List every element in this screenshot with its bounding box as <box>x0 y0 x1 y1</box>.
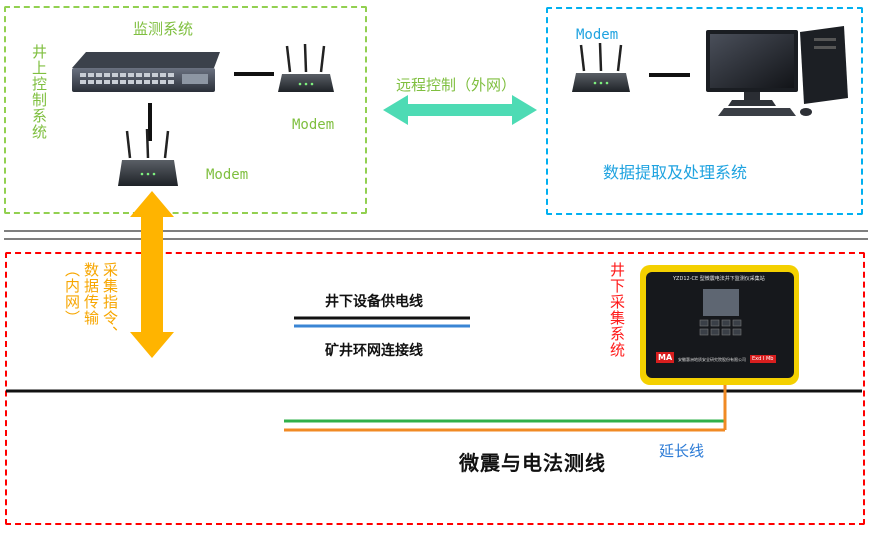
acquisition-station-device <box>640 265 799 385</box>
modem-label-bottom: Modem <box>206 167 249 183</box>
command-transfer-label-2: 数据传输 <box>82 262 100 326</box>
internal-network-double-arrow <box>130 191 174 358</box>
modem-icon-data-system <box>572 42 630 92</box>
desktop-computer-icon <box>706 26 848 116</box>
power-line-legend: 井下设备供电线 <box>325 294 423 310</box>
network-switch-icon <box>72 52 220 92</box>
command-transfer-label-3: （内网） <box>63 262 81 326</box>
surface-control-region <box>4 6 367 214</box>
data-processing-region <box>546 7 863 215</box>
underground-acquisition-label: 井下采集系统 <box>608 262 626 358</box>
remote-control-label: 远程控制（外网） <box>396 76 517 94</box>
command-transfer-label-1: 采集指令、 <box>101 262 119 342</box>
monitoring-system-title: 监测系统 <box>133 20 194 38</box>
device-ex-badge: Exd I Mb <box>752 356 774 362</box>
modem-icon-right <box>278 43 334 92</box>
modem-label-right: Modem <box>292 117 335 133</box>
device-panel-title: YZD12-CE 型微震电法井下监测仪采集站 <box>673 276 765 282</box>
underground-region <box>5 252 865 525</box>
extension-line-label: 延长线 <box>659 442 705 460</box>
device-manufacturer: 安徽惠洲地质安全研究院股份有限公司 <box>678 357 746 362</box>
surface-control-label: 井上控制系统 <box>30 44 48 140</box>
ring-network-legend: 矿井环网连接线 <box>325 343 423 359</box>
survey-line-label: 微震与电法测线 <box>459 451 606 475</box>
modem-label-data: Modem <box>576 27 619 43</box>
data-system-caption: 数据提取及处理系统 <box>603 163 748 182</box>
device-brand-logo: MA <box>658 353 673 362</box>
remote-control-double-arrow <box>383 95 537 125</box>
device-screen <box>703 289 739 316</box>
modem-icon-bottom <box>118 128 178 186</box>
